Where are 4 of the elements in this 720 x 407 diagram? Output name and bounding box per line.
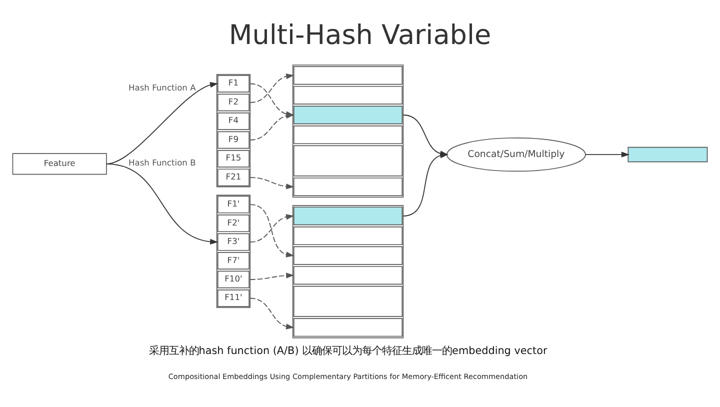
edge-label: Hash Function A [128,82,196,92]
edge-label: Hash Function B [128,157,196,168]
diagram-title: Multi-Hash Variable [228,20,492,51]
caption: 采用互补的hash function (A/B) 以确保可以为每个特征生成唯一的embedding vector [148,344,548,357]
